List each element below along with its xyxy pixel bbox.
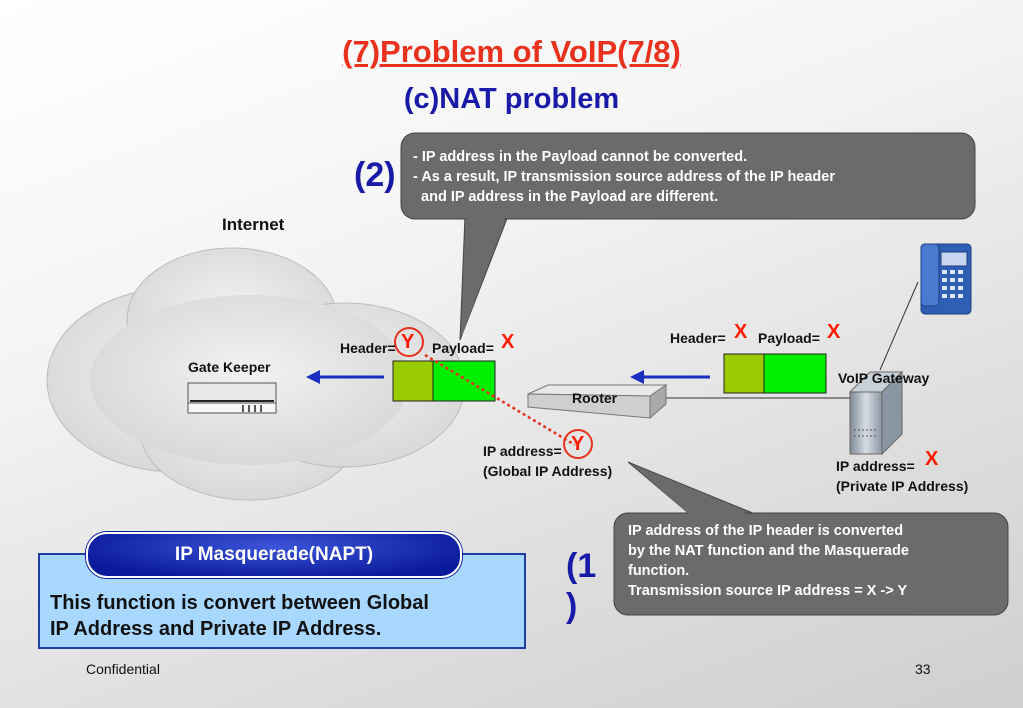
- footer-confidential: Confidential: [86, 661, 160, 677]
- voip-gateway-label: VoIP Gateway: [838, 370, 930, 386]
- left-arrow-icon: [630, 370, 710, 384]
- ip-address-global-value-y: Y: [571, 433, 585, 455]
- link-line: [879, 281, 919, 371]
- callout-bottom-line: Transmission source IP address = X -> Y: [628, 583, 908, 599]
- ip-phone-icon: [920, 243, 972, 315]
- callout-bottom-line: IP address of the IP header is converted: [628, 523, 904, 539]
- payload-value-x-private: X: [827, 321, 841, 343]
- header-value-x: X: [734, 321, 748, 343]
- callout-bottom-line: function.: [628, 563, 690, 579]
- y-circle-marker: [394, 327, 424, 357]
- page-title: (7)Problem of VoIP(7/8): [342, 34, 681, 69]
- callout-top-text: - IP address in the Payload cannot be co…: [413, 147, 973, 207]
- step-number-2: (2): [354, 156, 396, 194]
- napt-title-pill: IP Masquerade(NAPT): [86, 532, 462, 578]
- header-label-private: Header=: [670, 330, 726, 346]
- callout-top-shape: [400, 132, 976, 341]
- gate-keeper-device-icon: [187, 382, 277, 414]
- ip-address-global-label: IP address=: [483, 443, 562, 459]
- packet-internet: [392, 360, 496, 402]
- step-number-1: (1): [566, 546, 596, 626]
- step-number-1-part: (1: [566, 547, 597, 585]
- callout-top-line: - As a result, IP transmission source ad…: [413, 169, 835, 185]
- payload-value-x: X: [501, 331, 515, 353]
- private-ip-label: (Private IP Address): [836, 478, 969, 494]
- rooter-label: Rooter: [572, 390, 618, 406]
- header-label-internet: Header=: [340, 340, 396, 356]
- payload-label-internet: Payload=: [432, 340, 494, 356]
- callout-bottom-shape: [613, 461, 1009, 616]
- y-circle-marker: [563, 429, 593, 459]
- callout-bottom-line: by the NAT function and the Masquerade: [628, 543, 909, 559]
- step-number-1-part: ): [566, 587, 578, 625]
- napt-description-line: This function is convert between Global: [50, 592, 429, 614]
- global-ip-label: (Global IP Address): [483, 463, 613, 479]
- page-subtitle: (c)NAT problem: [403, 83, 620, 115]
- napt-description-line: IP Address and Private IP Address.: [50, 618, 382, 640]
- header-value-y: Y: [401, 331, 415, 353]
- router-icon: [527, 384, 668, 420]
- ip-address-private-value-x: X: [925, 448, 939, 470]
- gate-keeper-label: Gate Keeper: [188, 359, 271, 375]
- payload-label-private: Payload=: [758, 330, 820, 346]
- callout-bottom-text: IP address of the IP header is converted…: [628, 521, 1008, 601]
- ip-address-private-label: IP address=: [836, 458, 915, 474]
- callout-top-line: and IP address in the Payload are differ…: [413, 189, 719, 205]
- server-tower-icon: [848, 370, 904, 456]
- packet-private: [723, 353, 827, 394]
- left-arrow-icon: [306, 370, 384, 384]
- callout-top-line: - IP address in the Payload cannot be co…: [413, 149, 748, 165]
- footer-page-number: 33: [915, 661, 931, 677]
- nat-translation-dotted-line: [424, 353, 576, 447]
- internet-label: Internet: [222, 215, 285, 234]
